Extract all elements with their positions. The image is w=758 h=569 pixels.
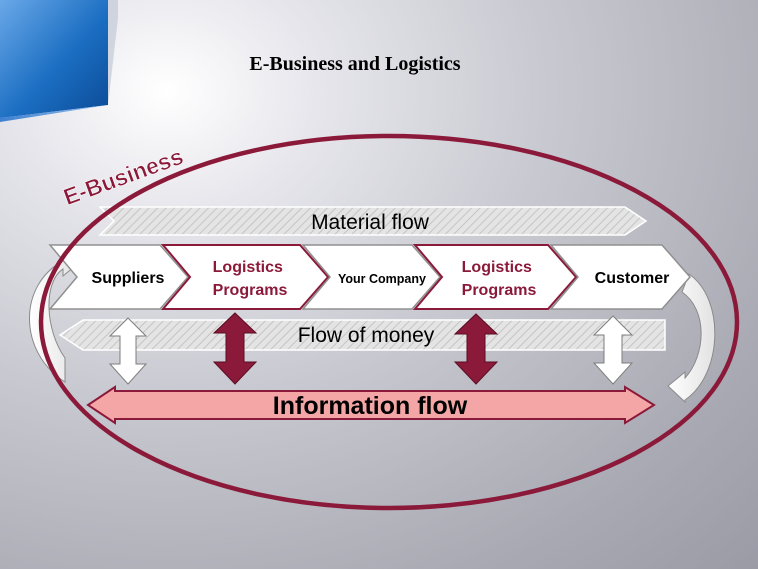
svg-text:Logistics Programs: Logistics Programs (213, 259, 288, 299)
money-flow-label: Flow of money (298, 324, 435, 347)
double-arrow-logistics-1 (212, 312, 258, 385)
svg-text:Logistics Programs: Logistics Programs (462, 259, 537, 299)
ebusiness-boundary (38, 133, 740, 511)
supply-chain: Suppliers Logistics Programs Your Compan… (48, 244, 691, 310)
double-arrow-suppliers (108, 317, 148, 385)
double-arrow-customer (592, 315, 634, 385)
material-flow-band: Material flow (98, 206, 648, 236)
chain-node-logistics-1: Logistics Programs (160, 244, 330, 310)
chain-label-logistics-2a: Logistics (462, 259, 532, 276)
chain-node-suppliers: Suppliers (48, 244, 189, 310)
return-arrow-right (667, 273, 716, 404)
chain-label-logistics-2b: Programs (462, 282, 537, 299)
chain-node-your-company: Your Company (301, 244, 441, 310)
chain-node-logistics-2: Logistics Programs (412, 244, 578, 310)
money-flow-band: Flow of money (58, 319, 666, 351)
chain-label-customer: Customer (595, 270, 670, 287)
chain-label-logistics-1b: Programs (213, 282, 288, 299)
information-flow-arrow: Information flow (86, 385, 656, 425)
double-arrow-logistics-2 (453, 313, 499, 385)
material-flow-label: Material flow (311, 211, 430, 234)
return-arrow-left (29, 251, 81, 383)
chain-label-logistics-1a: Logistics (213, 259, 283, 276)
chain-label-suppliers: Suppliers (92, 270, 165, 287)
chain-node-customer: Customer (549, 244, 691, 310)
chain-label-your-company: Your Company (338, 272, 426, 286)
slide-title: E-Business and Logistics (249, 53, 461, 75)
information-flow-label: Information flow (273, 392, 468, 420)
